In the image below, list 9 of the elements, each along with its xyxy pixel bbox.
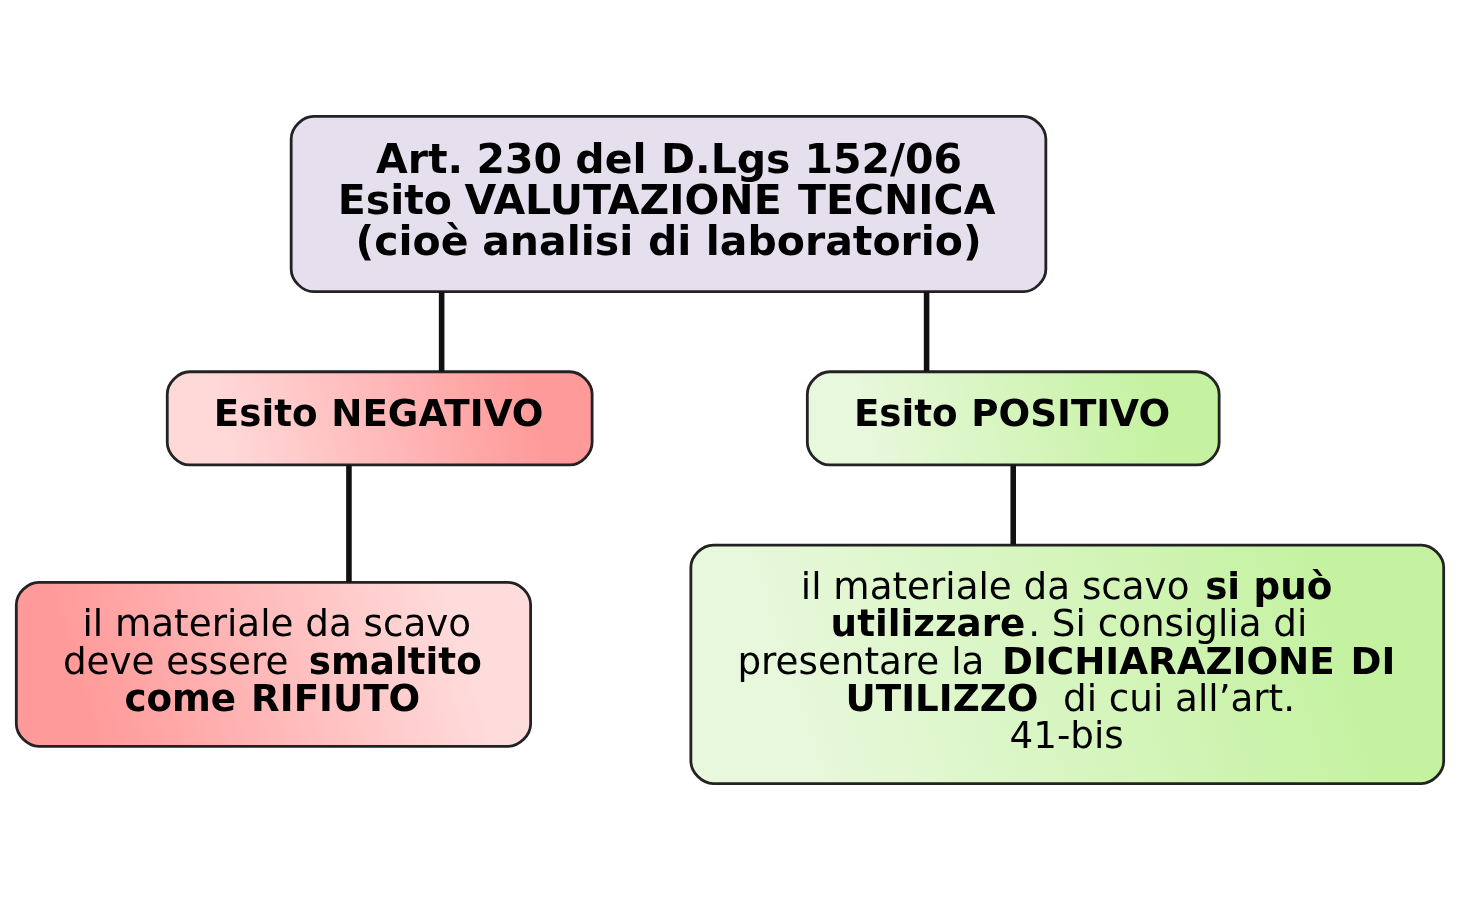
connector (923, 291, 930, 372)
node-box: il materiale da scavo si può utilizzare. Si consiglia di presentare la DICHIARAZIONE DI UTILIZZO di cui all’art. 41-bis (689, 543, 1446, 785)
node-box: Esito NEGATIVO (165, 370, 594, 467)
connector (346, 465, 352, 583)
connector (1010, 465, 1017, 545)
connector (438, 291, 445, 372)
node-box: Esito POSITIVO (805, 370, 1221, 467)
node-box: il materiale da scavo deve essere smaltito come RIFIUTO (14, 580, 532, 748)
node-box: Art. 230 del D.Lgs 152/06 Esito VALUTAZIONE TECNICA (cioè analisi di laboratorio) (289, 115, 1048, 293)
